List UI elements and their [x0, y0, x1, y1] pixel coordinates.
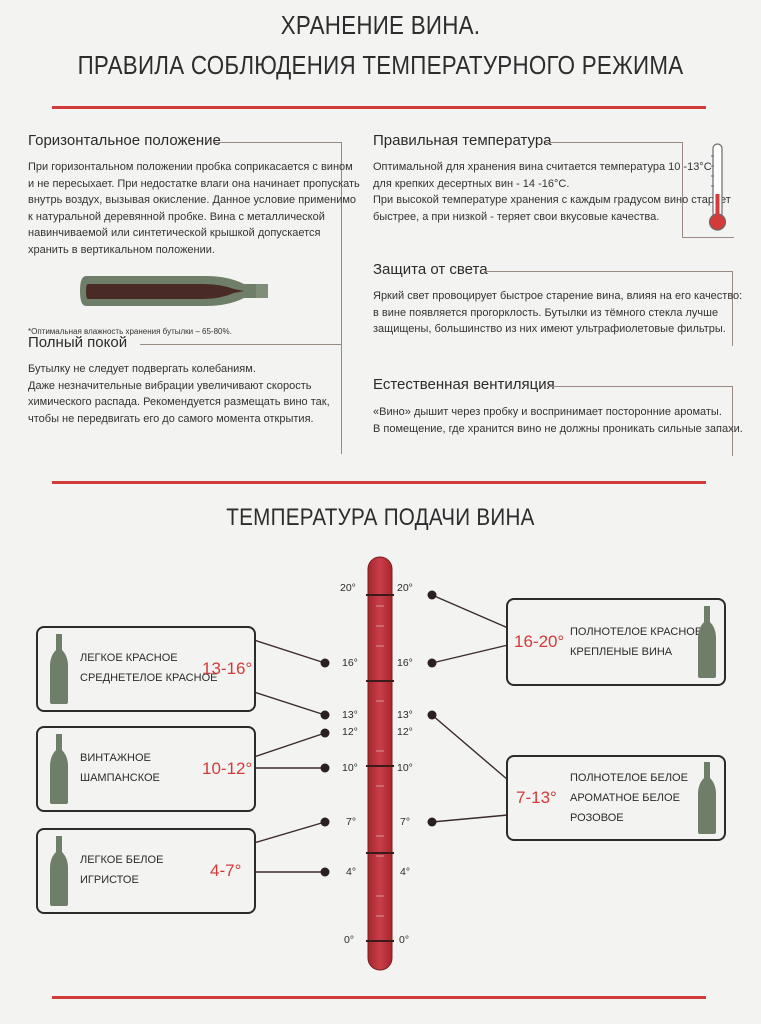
wine-bottle-icon — [50, 734, 68, 804]
header-divider — [52, 106, 706, 109]
ventilation-text: «Вино» дышит через пробку и воспринимает… — [373, 406, 743, 435]
box-full-red-label: ПОЛНОТЕЛОЕ КРАСНОЕ КРЕПЛЕНЫЕ ВИНА — [570, 626, 703, 658]
horizontal-rule — [215, 142, 341, 143]
tick-left-0: 0° — [344, 934, 355, 946]
box-light-white-label: ЛЕГКОЕ БЕЛОЕ ИГРИСТОЕ — [80, 854, 164, 886]
wine-bottle-icon — [698, 606, 716, 678]
ventilation-rule — [547, 386, 732, 387]
box-full-red: 16-20° ПОЛНОТЕЛОЕ КРАСНОЕ КРЕПЛЕНЫЕ ВИНА — [506, 598, 726, 686]
horizontal-text: При горизонтальном положении пробка сопр… — [28, 161, 360, 256]
box-light-white: ЛЕГКОЕ БЕЛОЕ ИГРИСТОЕ 4-7° — [36, 828, 256, 914]
tick-right-20: 20° — [397, 582, 413, 594]
box-light-red: ЛЕГКОЕ КРАСНОЕ СРЕДНЕТЕЛОЕ КРАСНОЕ 13-16… — [36, 626, 256, 712]
rest-heading: Полный покой — [28, 334, 128, 351]
horizontal-bottle-icon — [80, 276, 268, 306]
footer-divider — [52, 996, 706, 999]
tick-left-13: 13° — [342, 709, 358, 721]
tick-right-0: 0° — [399, 934, 410, 946]
wine-bottle-icon — [50, 836, 68, 906]
page-title: ХРАНЕНИЕ ВИНА. — [280, 10, 481, 40]
temperature-heading: Правильная температура — [373, 132, 552, 149]
tick-left-16: 16° — [342, 657, 358, 669]
box-full-white: 7-13° ПОЛНОТЕЛОЕ БЕЛОЕ АРОМАТНОЕ БЕЛОЕ Р… — [506, 755, 726, 841]
ventilation-heading: Естественная вентиляция — [373, 376, 555, 393]
box-full-white-label: ПОЛНОТЕЛОЕ БЕЛОЕ АРОМАТНОЕ БЕЛОЕ РОЗОВОЕ — [570, 772, 688, 824]
box-full-white-temp: 7-13° — [516, 788, 557, 807]
rest-rule — [140, 344, 341, 345]
box-light-red-label: ЛЕГКОЕ КРАСНОЕ СРЕДНЕТЕЛОЕ КРАСНОЕ — [80, 652, 218, 684]
tick-right-4: 4° — [400, 866, 411, 878]
tick-left-7: 7° — [346, 816, 357, 828]
tick-right-16: 16° — [397, 657, 413, 669]
tick-left-10: 10° — [342, 762, 358, 774]
middle-divider — [52, 481, 706, 484]
tick-right-12: 12° — [397, 726, 413, 738]
temperature-rule-vertical — [682, 142, 683, 237]
tick-left-4: 4° — [346, 866, 357, 878]
rest-rule-vertical — [341, 344, 342, 454]
horizontal-heading: Горизонтальное положение — [28, 132, 221, 149]
temperature-text: Оптимальной для хранения вина считается … — [373, 161, 731, 223]
box-vintage: ВИНТАЖНОЕ ШАМПАНСКОЕ 10-12° — [36, 726, 256, 812]
temperature-rule-bottom — [682, 237, 734, 238]
thermometer-icon — [708, 143, 727, 231]
light-heading: Защита от света — [373, 261, 488, 278]
wine-bottle-icon — [698, 762, 716, 834]
rest-text: Бутылку не следует подвергать колебаниям… — [28, 363, 330, 425]
tick-right-10: 10° — [397, 762, 413, 774]
box-vintage-label: ВИНТАЖНОЕ ШАМПАНСКОЕ — [80, 752, 160, 784]
wine-bottle-icon — [50, 634, 68, 704]
light-text: Яркий свет провоцирует быстрое старение … — [373, 290, 743, 335]
serving-title: ТЕМПЕРАТУРА ПОДАЧИ ВИНА — [226, 504, 535, 531]
horizontal-rule-vertical — [341, 142, 342, 348]
tick-left-12: 12° — [342, 726, 358, 738]
box-vintage-temp: 10-12° — [202, 759, 253, 778]
light-rule-vertical — [732, 271, 733, 346]
tick-right-7: 7° — [400, 816, 411, 828]
ventilation-rule-vertical — [732, 386, 733, 456]
light-rule — [484, 271, 732, 272]
tick-left-20: 20° — [340, 582, 356, 594]
serving-thermometer — [366, 556, 394, 971]
page-subtitle: ПРАВИЛА СОБЛЮДЕНИЯ ТЕМПЕРАТУРНОГО РЕЖИМА — [77, 50, 684, 80]
tick-right-13: 13° — [397, 709, 413, 721]
box-light-white-temp: 4-7° — [210, 861, 242, 880]
box-light-red-temp: 13-16° — [202, 659, 253, 678]
humidity-note: *Оптимальная влажность хранения бутылки … — [28, 327, 232, 336]
box-full-red-temp: 16-20° — [514, 632, 565, 651]
temperature-rule — [545, 142, 682, 143]
